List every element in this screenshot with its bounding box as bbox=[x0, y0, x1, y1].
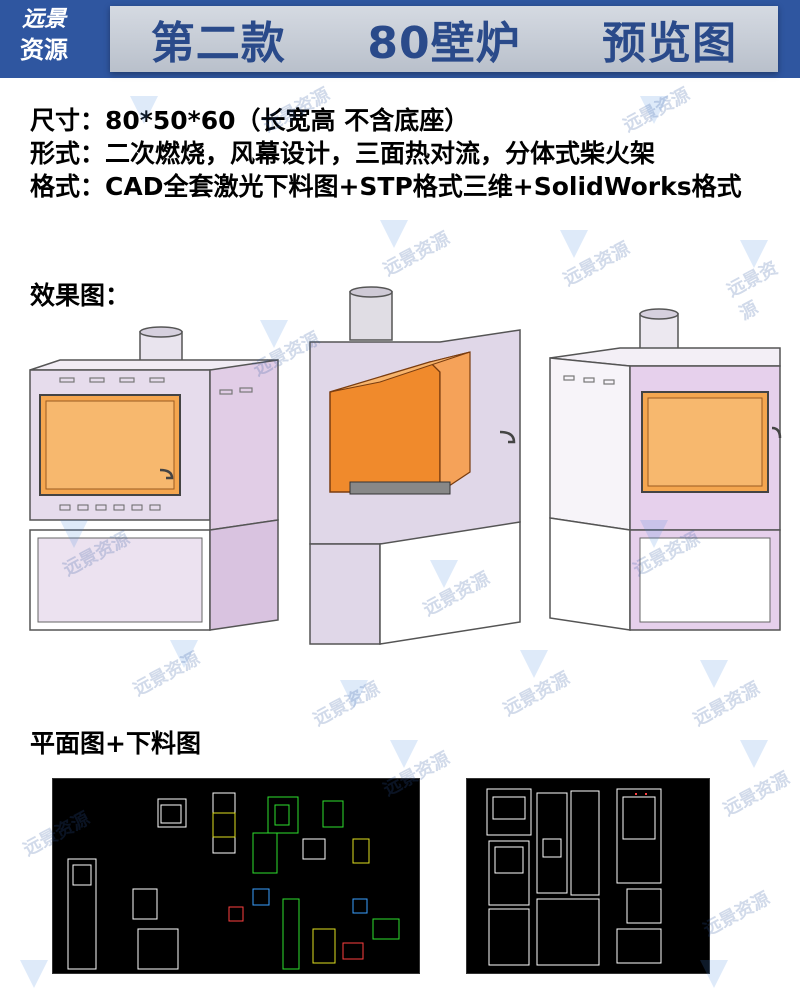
watermark-text: 远景资源 bbox=[309, 678, 384, 731]
spec-format: 格式：CAD全套激光下料图+STP格式三维+SolidWorks格式 bbox=[30, 172, 742, 201]
spec-size: 尺寸：80*50*60（长宽高 不含底座） bbox=[30, 106, 470, 135]
watermark-text: 远景资源 bbox=[379, 228, 454, 281]
logo-line-2: 资源 bbox=[20, 36, 68, 64]
stove-render-interior bbox=[309, 286, 521, 645]
spec-form: 形式：二次燃烧，风幕设计，三面热对流，分体式柴火架 bbox=[30, 139, 656, 168]
title-product: 80壁炉 bbox=[367, 18, 521, 69]
brand-logo: 远景 资源 bbox=[4, 4, 84, 74]
stove-render-front bbox=[29, 326, 279, 631]
logo-line-1: 远景 bbox=[21, 6, 66, 32]
page-title: 第二款 80壁炉 预览图 bbox=[110, 6, 778, 72]
stove-render-angle bbox=[549, 308, 782, 631]
watermark-text: 远景资源 bbox=[689, 678, 764, 731]
header-bar: 远景 资源 第二款 80壁炉 预览图 bbox=[0, 0, 800, 78]
title-preview: 预览图 bbox=[602, 18, 738, 69]
cad-section-label: 平面图+下料图 bbox=[30, 729, 201, 758]
spec-list: 尺寸：80*50*60（长宽高 不含底座） 形式：二次燃烧，风幕设计，三面热对流… bbox=[30, 104, 790, 203]
title-model: 第二款 bbox=[150, 18, 286, 69]
title-banner: 第二款 80壁炉 预览图 bbox=[110, 6, 778, 72]
effect-section-label: 效果图： bbox=[30, 281, 131, 310]
watermark-text: 远景资源 bbox=[129, 648, 204, 701]
watermark-text: 远景资源 bbox=[559, 238, 634, 291]
watermark-text: 远景资源 bbox=[719, 768, 794, 821]
watermark-text: 远景资源 bbox=[499, 668, 574, 721]
cad-plan-drawing bbox=[466, 778, 710, 974]
cad-cutting-layout bbox=[52, 778, 420, 974]
